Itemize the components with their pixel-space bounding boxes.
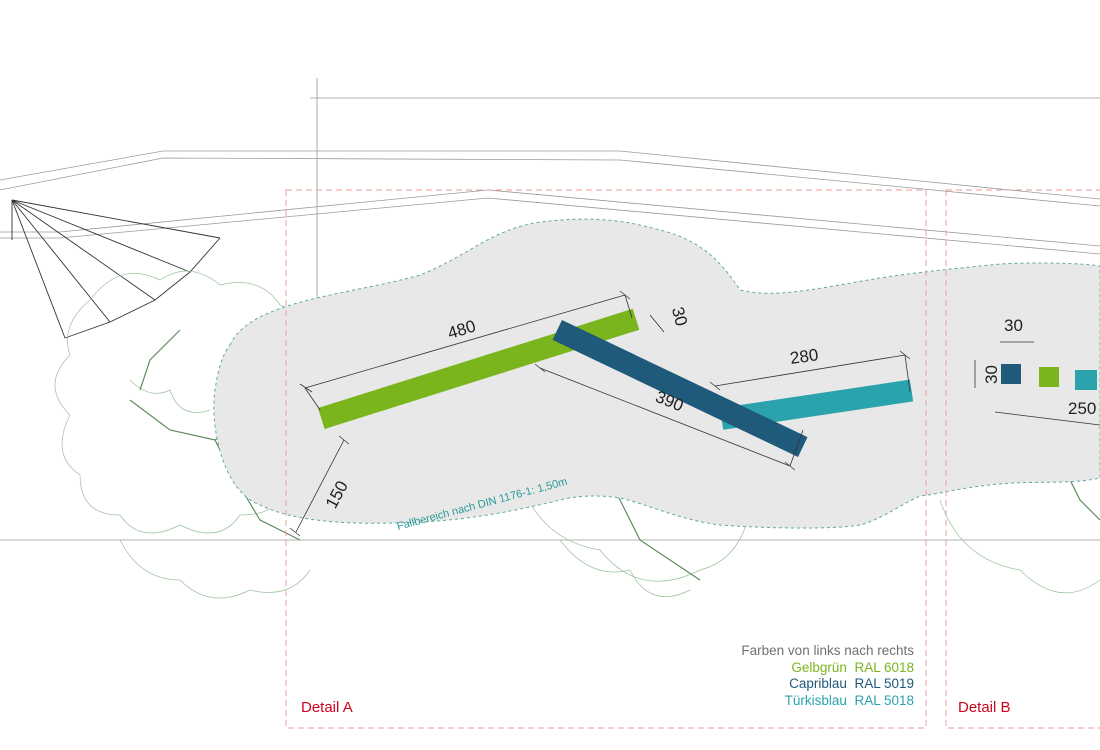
tree-canopy-icon xyxy=(54,270,1100,599)
legend-item-code: RAL 5019 xyxy=(854,676,914,691)
detail-frames xyxy=(285,189,1100,729)
color-legend: Farben von links nach rechts Gelbgrün RA… xyxy=(741,643,914,709)
bar-tuerkisblau xyxy=(720,379,914,430)
legend-item-tuerkisblau: Türkisblau RAL 5018 xyxy=(741,693,914,710)
dim-250: 250 xyxy=(1068,399,1096,418)
dim-30-c: 30 xyxy=(982,365,1001,384)
detail-b-label: Detail B xyxy=(958,699,1011,716)
play-bars xyxy=(318,308,1097,457)
square-tuerkisblau xyxy=(1075,370,1097,390)
legend-item-code: RAL 6018 xyxy=(854,659,914,675)
square-capriblau xyxy=(1001,364,1021,384)
legend-item-gelbgruen: Gelbgrün RAL 6018 xyxy=(741,660,914,677)
dimension-labels: 480 30 280 390 150 30 30 250 xyxy=(322,305,1097,512)
legend-item-name: Capriblau xyxy=(789,676,847,691)
legend-item-name: Gelbgrün xyxy=(791,659,847,675)
dimension-lines xyxy=(289,290,1100,537)
fan-shape-icon xyxy=(11,199,221,339)
legend-item-code: RAL 5018 xyxy=(854,692,914,708)
dim-30-a: 30 xyxy=(668,305,691,328)
detail-a-label: Detail A xyxy=(301,699,353,716)
dim-30-b: 30 xyxy=(1004,316,1023,335)
legend-item-name: Türkisblau xyxy=(784,692,847,708)
reference-lines xyxy=(0,78,1100,541)
square-gelbgruen xyxy=(1039,367,1059,387)
legend-item-capriblau: Capriblau RAL 5019 xyxy=(741,676,914,693)
dim-280: 280 xyxy=(789,345,820,368)
legend-heading: Farben von links nach rechts xyxy=(741,643,914,658)
bar-capriblau xyxy=(552,320,808,457)
